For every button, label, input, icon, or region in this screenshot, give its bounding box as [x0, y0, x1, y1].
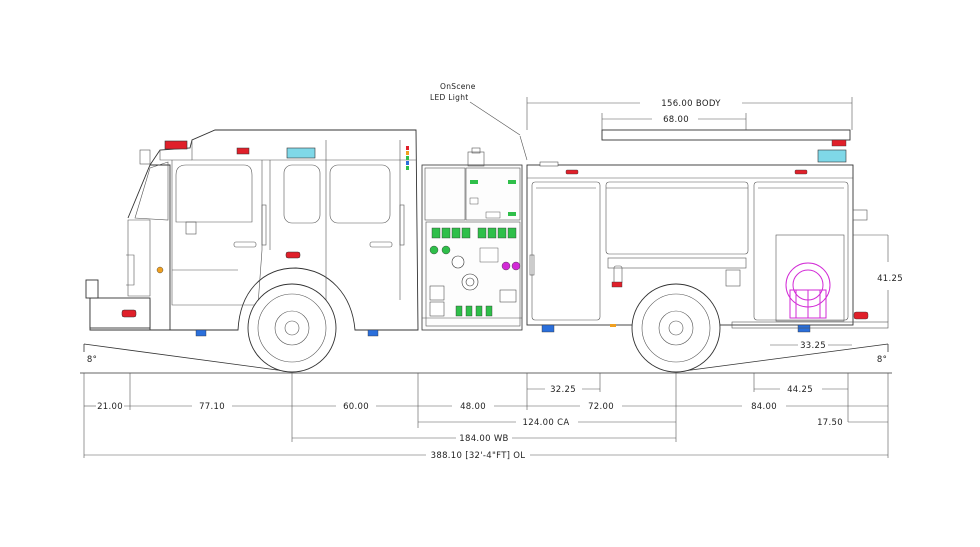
hose-reel — [785, 262, 831, 319]
compartment-door-2 — [605, 181, 749, 255]
body-length-label: 156.00 BODY — [661, 99, 721, 109]
compartment-door-1 — [531, 181, 601, 321]
cab-warning-light — [236, 147, 250, 155]
dim-rear-step-depth: 17.50 — [817, 418, 843, 428]
dim-body-section: 72.00 — [588, 402, 614, 412]
front-wheel — [247, 283, 337, 373]
dim-pump-module: 48.00 — [460, 402, 486, 412]
hosebed-cover — [601, 129, 851, 141]
front-bumper — [89, 297, 151, 329]
right-dimensions: 41.25 33.25 — [770, 235, 903, 351]
dim-rear-overhang: 84.00 — [751, 402, 777, 412]
dim-cab-to-axle: 124.00 CA — [523, 418, 570, 428]
departure-angle-label: 8° — [877, 355, 887, 365]
dim-front-axle: 77.10 — [199, 402, 225, 412]
rear-scene-light — [817, 149, 847, 163]
rear-door-window-2 — [329, 164, 391, 224]
annotation-line-1: OnScene — [440, 82, 476, 91]
dim-rear-compartment: 44.25 — [787, 385, 813, 395]
rear-wheel — [631, 283, 721, 373]
rear-door-window-1 — [283, 164, 321, 224]
cab-scene-light — [286, 147, 316, 159]
rear-height-label: 41.25 — [877, 274, 903, 284]
dim-compartment-front: 32.25 — [550, 385, 576, 395]
dim-overall-length: 388.10 [32'-4"FT] OL — [431, 451, 526, 461]
pump-gauges — [429, 180, 521, 317]
front-headlight — [85, 279, 99, 299]
rear-step-label: 33.25 — [800, 341, 826, 351]
dim-wheelbase: 184.00 WB — [459, 434, 508, 444]
dim-axle-to-cab: 60.00 — [343, 402, 369, 412]
compartment-length-label: 68.00 — [663, 115, 689, 125]
approach-angle-label: 8° — [87, 355, 97, 365]
pump-panel — [421, 147, 523, 331]
dim-front-overhang: 21.00 — [97, 402, 123, 412]
rear-equipment-box — [775, 234, 845, 322]
cab — [85, 129, 419, 337]
ground-lines — [80, 343, 892, 374]
bottom-dimensions: 32.25 44.25 21.00 77.10 60.00 48.00 72.0… — [83, 373, 889, 461]
lightbar-red — [164, 140, 188, 150]
top-dimensions: 156.00 BODY 68.00 OnScene LED Light — [430, 82, 853, 136]
compartment-door-3 — [753, 181, 849, 321]
front-door-window — [175, 164, 253, 223]
annotation-line-2: LED Light — [430, 93, 469, 102]
